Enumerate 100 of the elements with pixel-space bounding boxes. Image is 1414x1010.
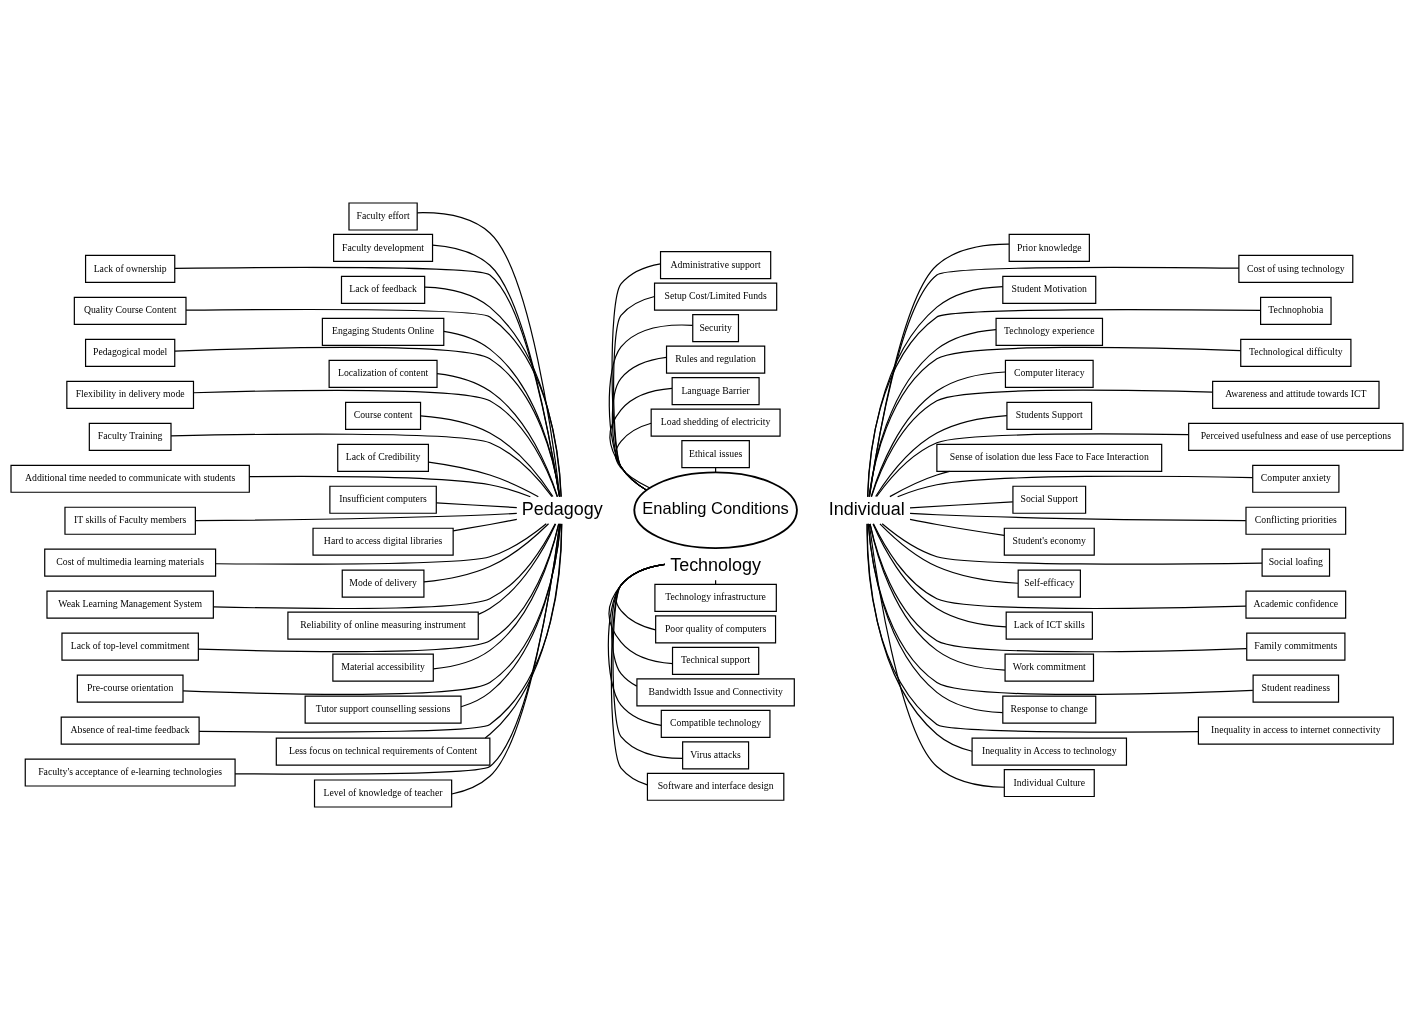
node-box: Technical support [671, 646, 760, 675]
connector [215, 523, 547, 565]
connector [432, 523, 560, 670]
node-box: Faculty effort [348, 202, 418, 231]
connector [477, 523, 557, 615]
node-box: Language Barrier [671, 377, 760, 406]
node-box: Load shedding of electricity [650, 408, 781, 437]
connector [867, 308, 1262, 498]
node-box: Technology infrastructure [654, 583, 777, 612]
node-box: Lack of top-level commitment [61, 632, 199, 661]
node-box: Computer anxiety [1252, 464, 1340, 493]
connector [234, 523, 561, 775]
node-ellipse: Enabling Conditions [633, 471, 798, 550]
connector [612, 563, 684, 759]
connector [909, 501, 1014, 509]
connector [185, 308, 562, 498]
connector [435, 502, 518, 509]
connector [875, 415, 1008, 498]
connector [872, 523, 1007, 628]
node-box: Social Support [1012, 485, 1087, 514]
node-box: Students Support [1006, 401, 1093, 430]
connector [424, 286, 562, 498]
node-box: Work commitment [1004, 653, 1095, 682]
node-box: Software and interface design [646, 772, 785, 801]
connector [881, 523, 1263, 565]
node-box: Lack of Credibility [337, 443, 430, 472]
connector [866, 523, 1199, 733]
node-box: Security [692, 314, 740, 343]
node-box: Faculty development [333, 233, 434, 263]
connector [879, 523, 1019, 584]
node-box: Lack of feedback [340, 275, 426, 305]
node-box: Administrative support [659, 251, 772, 280]
connector [610, 563, 666, 786]
node-box: Technological difficulty [1240, 338, 1352, 367]
node-box: Awareness and attitude towards ICT [1212, 380, 1380, 409]
connector [607, 563, 666, 726]
connector [182, 523, 562, 695]
node-box: IT skills of Faculty members [64, 506, 196, 535]
node-box: Technology experience [995, 317, 1104, 346]
node-text: Individual [828, 498, 905, 519]
node-box: Compatible technology [660, 709, 771, 738]
connector [170, 433, 553, 498]
node-text: Technology [670, 555, 762, 576]
connector [870, 389, 1214, 498]
connector [909, 512, 1247, 522]
node-box: Pedagogical model [85, 338, 176, 367]
connector [609, 387, 673, 491]
node-box: Virus attacks [682, 741, 750, 770]
node-text: Pedagogy [521, 498, 603, 519]
connector [428, 461, 539, 498]
node-box: Academic confidence [1245, 590, 1347, 619]
node-box: Engaging Students Online [321, 317, 445, 346]
node-box: Hard to access digital libraries [312, 527, 454, 556]
connector [872, 523, 1247, 610]
node-box: Self-efficacy [1017, 569, 1081, 598]
connector [198, 523, 563, 733]
connector [868, 523, 1005, 788]
node-box: Lack of ownership [85, 254, 176, 284]
connector [868, 243, 1010, 498]
node-box: Pre-course orientation [76, 674, 184, 703]
node-box: Sense of isolation due less Face to Face Interaction [936, 443, 1163, 472]
node-box: Family commitments [1246, 632, 1346, 661]
node-box: Inequality in Access to technology [971, 737, 1128, 766]
connector [460, 523, 562, 708]
connector [423, 523, 550, 583]
node-box: Weak Learning Management System [46, 590, 214, 619]
node-box: Computer literacy [1004, 359, 1094, 388]
connector [868, 346, 1242, 498]
node-box: Faculty Training [88, 422, 172, 451]
node-box: Inequality in access to internet connectivity [1197, 716, 1394, 745]
node-box: Individual Culture [1003, 768, 1095, 798]
connector [193, 389, 558, 498]
connector [611, 356, 667, 491]
node-box: Quality Course Content [73, 296, 187, 325]
connector [174, 266, 560, 498]
connector [452, 518, 518, 532]
node-box: Additional time needed to communicate with students [10, 464, 250, 493]
connector [889, 470, 951, 498]
connector [611, 263, 662, 491]
connector [608, 324, 694, 491]
connector [613, 295, 656, 491]
connector [867, 523, 1004, 714]
node-box: Flexibility in delivery mode [66, 380, 195, 409]
node-box: Student Motivation [1002, 275, 1097, 305]
node-box: Reliability of online measuring instrument [287, 611, 479, 640]
node-box: Absence of real-time feedback [60, 716, 200, 745]
node-box: Course content [345, 401, 422, 430]
node-box: Mode of delivery [341, 569, 425, 598]
node-box: Setup Cost/Limited Funds [653, 282, 778, 311]
connector [419, 415, 554, 498]
connector [248, 475, 531, 498]
node-box: Student's economy [1003, 527, 1095, 556]
connector [868, 328, 997, 498]
connector [451, 523, 561, 795]
connector [615, 563, 666, 631]
connector [897, 475, 1254, 498]
node-box: Response to change [1002, 695, 1097, 724]
node-box: Poor quality of computers [655, 615, 777, 644]
connector [174, 346, 561, 498]
node-box: Rules and regulation [665, 345, 766, 374]
